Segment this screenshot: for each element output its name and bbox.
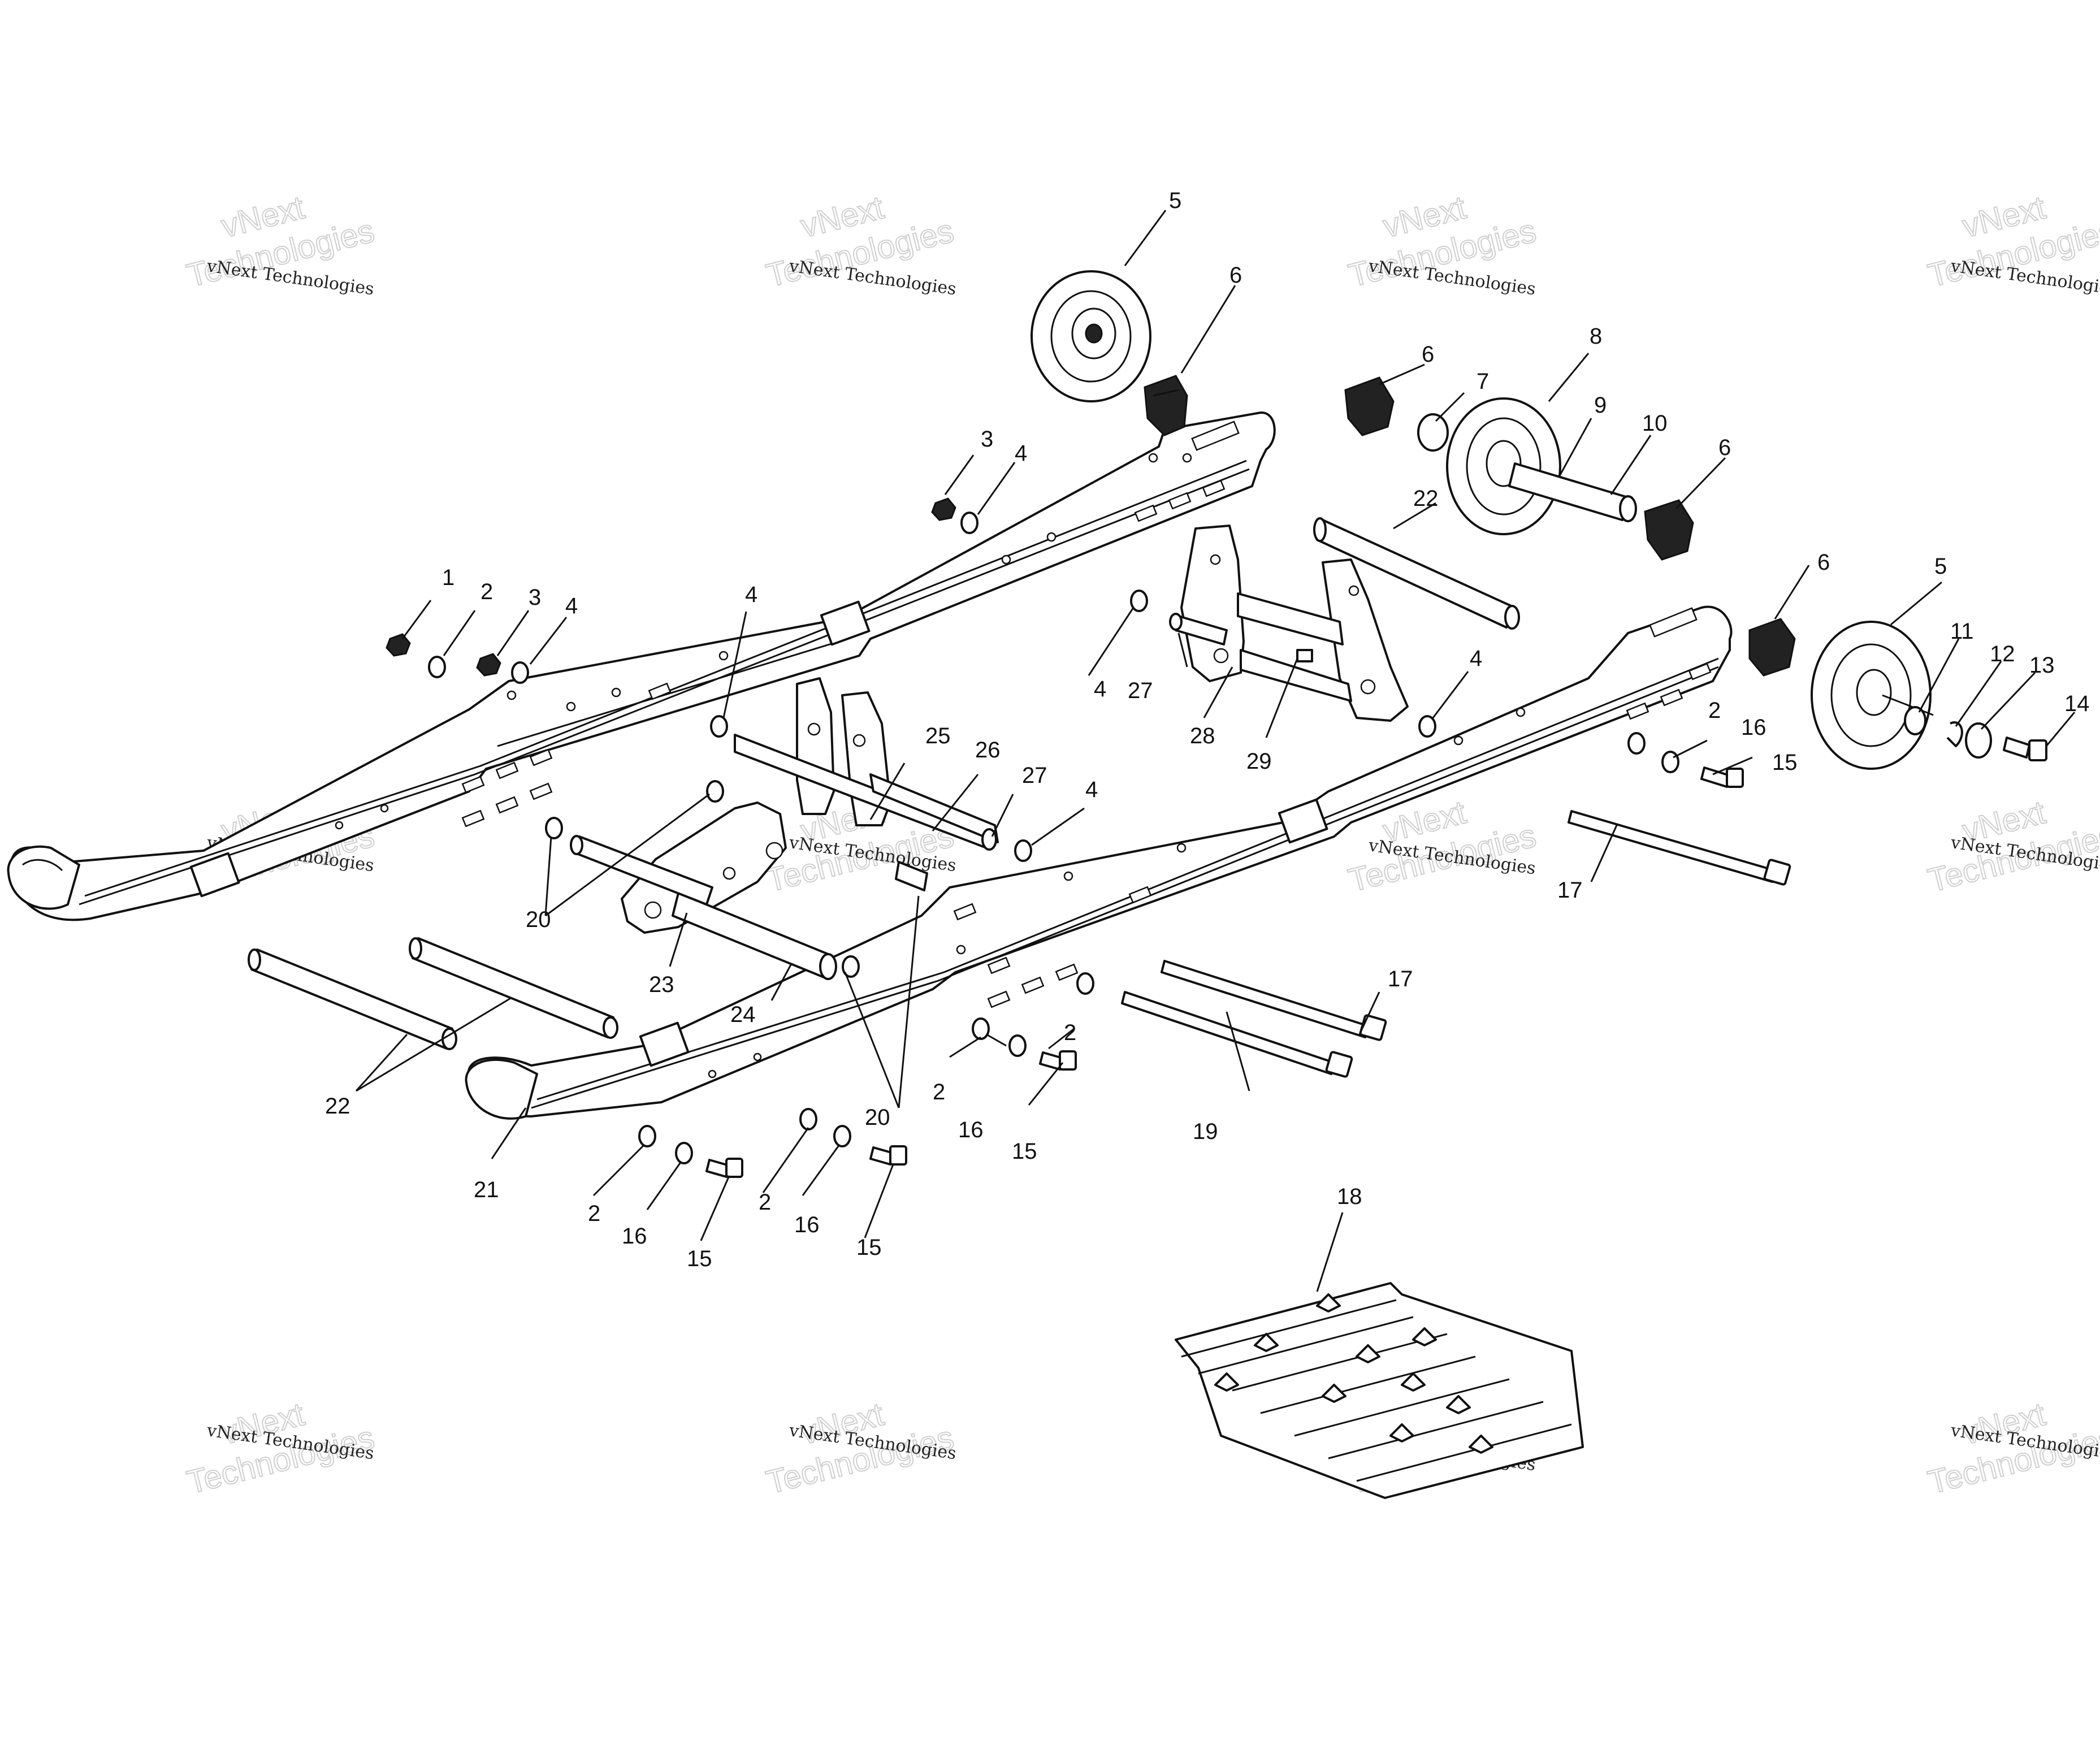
callout-20: 20	[526, 907, 551, 932]
callout-6: 6	[1718, 435, 1731, 460]
callout-16: 16	[794, 1212, 820, 1237]
callout-28: 28	[1190, 724, 1215, 748]
rear-idler-wheel-right	[1446, 397, 1561, 535]
callout-5: 5	[1934, 554, 1947, 579]
hardware	[386, 497, 1744, 1178]
long-bolt-17-right	[1568, 810, 1791, 886]
cross-shaft-22-left	[248, 948, 457, 1050]
rear-axle	[1508, 462, 1637, 522]
callout-17: 17	[1557, 878, 1583, 903]
callout-labels: 1 2 3 4 3 4 4 4 4 4 5 6 6 7 8 9 10 6 6 5…	[325, 188, 2090, 1271]
callout-23: 23	[649, 972, 674, 997]
callout-29: 29	[1246, 749, 1272, 774]
callout-6: 6	[1422, 342, 1434, 367]
callout-3: 3	[529, 585, 541, 610]
callout-20: 20	[865, 1105, 890, 1130]
callout-1: 1	[442, 565, 454, 590]
callout-4: 4	[565, 594, 578, 618]
callout-2: 2	[933, 1080, 945, 1104]
callout-16: 16	[1741, 715, 1766, 740]
callout-19: 19	[1193, 1119, 1218, 1144]
rear-slide-rail	[7, 411, 1276, 921]
callout-18: 18	[1337, 1184, 1362, 1209]
callout-12: 12	[1990, 642, 2015, 666]
callout-25: 25	[925, 724, 951, 748]
callout-10: 10	[1642, 411, 1668, 436]
callout-9: 9	[1594, 393, 1607, 418]
callout-4: 4	[1094, 677, 1106, 701]
callout-2: 2	[480, 579, 493, 604]
callout-6: 6	[1229, 263, 1242, 288]
callout-26: 26	[975, 738, 1001, 763]
callout-4: 4	[1015, 441, 1027, 466]
callout-27: 27	[1022, 763, 1047, 788]
callout-3: 3	[981, 427, 993, 452]
watermark: vNext Technologies	[1924, 793, 2100, 899]
callout-16: 16	[622, 1224, 647, 1249]
track	[1175, 1282, 1584, 1499]
callout-22: 22	[325, 1094, 350, 1119]
callout-2: 2	[759, 1190, 771, 1215]
front-torque-arm	[734, 677, 999, 851]
callout-27: 27	[1128, 678, 1153, 703]
callout-2: 2	[1708, 698, 1721, 723]
callout-17: 17	[1388, 967, 1413, 991]
callout-2: 2	[1064, 1020, 1076, 1045]
callout-24: 24	[730, 1002, 756, 1027]
bearing-retainer-right	[1644, 499, 1694, 561]
callout-6: 6	[1817, 550, 1830, 575]
callout-4: 4	[1470, 646, 1482, 671]
rear-idler-wheel-left	[1030, 270, 1151, 402]
leader-lines	[355, 210, 2076, 1292]
callout-22: 22	[1413, 486, 1439, 511]
callout-15: 15	[1772, 750, 1798, 775]
cross-shaft-22-center	[409, 937, 618, 1039]
front-idler-wheel	[1748, 618, 2047, 770]
callout-21: 21	[474, 1177, 499, 1202]
callout-15: 15	[687, 1246, 712, 1271]
callout-14: 14	[2064, 691, 2090, 716]
callout-8: 8	[1590, 324, 1602, 349]
callout-2: 2	[588, 1201, 600, 1226]
long-bolt-19	[1121, 991, 1353, 1078]
cross-shaft-22-top	[1313, 517, 1520, 630]
bearing-retainer-center	[1344, 376, 1395, 436]
callout-15: 15	[856, 1235, 882, 1260]
callout-4: 4	[745, 582, 757, 607]
callout-7: 7	[1477, 369, 1489, 394]
rear-torque-arm	[1169, 525, 1409, 722]
bearing-retainer-left	[1144, 375, 1188, 436]
spacer-ring	[1417, 413, 1449, 452]
front-linkage	[570, 802, 928, 980]
callout-13: 13	[2029, 653, 2055, 678]
callout-15: 15	[1012, 1139, 1037, 1164]
callout-4: 4	[1085, 777, 1098, 802]
front-slide-rail	[465, 605, 1733, 1120]
callout-5: 5	[1169, 188, 1181, 213]
callout-11: 11	[1950, 619, 1974, 644]
callout-16: 16	[958, 1117, 984, 1142]
long-bolt-17-bottom	[1161, 960, 1387, 1041]
